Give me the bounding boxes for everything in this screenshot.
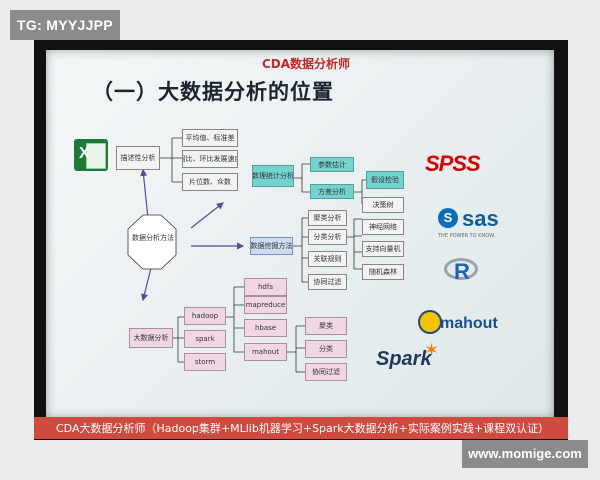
hdfs-node: hdfs	[244, 278, 287, 296]
neural-network-node: 神经网络	[362, 219, 404, 235]
variance-analysis-node: 方差分析	[310, 184, 354, 199]
r-logo: R	[444, 258, 478, 284]
mahout-collab-filter-node: 协同过滤	[305, 363, 347, 381]
descriptive-item-2: 同比、环比发展速度	[182, 150, 238, 168]
descriptive-analysis-node: 描述性分析	[116, 146, 160, 170]
association-rules-node: 关联规则	[308, 251, 347, 267]
slide-footer-bar	[34, 417, 568, 439]
parameter-estimation-node: 参数估计	[310, 157, 354, 172]
cda-logo: CDA数据分析师	[262, 57, 351, 71]
spark-star-icon: ✶	[424, 340, 440, 361]
hypothesis-test-node: 假设检验	[366, 171, 404, 189]
site-watermark-badge: www.momige.com	[462, 440, 588, 468]
sas-wordmark: sas	[462, 206, 499, 231]
tg-watermark-badge: TG: MYYJJPP	[10, 10, 120, 40]
data-mining-node: 数据挖掘方法	[250, 237, 293, 255]
svm-node: 支持向量机	[362, 241, 404, 257]
spark-node: spark	[184, 330, 226, 348]
decision-tree-node: 决策树	[362, 197, 404, 213]
analysis-methods-center: 数据分析方法	[132, 234, 174, 242]
descriptive-item-1: 平均值、标准差	[182, 129, 238, 147]
spss-logo: SPSS	[425, 151, 481, 176]
classification-node: 分类分析	[308, 229, 347, 245]
slide-footer-text: CDA大数据分析师（Hadoop集群+MLlib机器学习+Spark大数据分析+…	[56, 422, 550, 435]
mapreduce-node: mapreduce	[244, 296, 287, 314]
collaborative-filtering-node: 协同过滤	[308, 274, 347, 290]
r-letter: R	[454, 259, 470, 284]
clustering-node: 聚类分析	[308, 210, 347, 226]
random-forest-node: 随机森林	[362, 264, 404, 280]
descriptive-item-3: 片位数、众数	[182, 173, 238, 191]
sas-tagline: THE POWER TO KNOW.	[438, 233, 496, 239]
slide-title: （一）大数据分析的位置	[92, 80, 334, 104]
storm-node: storm	[184, 353, 226, 371]
spark-wordmark: Spark	[376, 348, 432, 370]
mahout-elephant-icon	[418, 310, 442, 334]
hadoop-node: hadoop	[184, 307, 226, 325]
sas-logo: S sas THE POWER TO KNOW.	[438, 206, 518, 246]
hbase-node: hbase	[244, 319, 287, 337]
big-data-analysis-node: 大数据分析	[129, 328, 173, 348]
mahout-classification-node: 分类	[305, 340, 347, 358]
spark-logo: Spark ✶	[376, 340, 448, 374]
sas-s-icon: S	[438, 208, 458, 228]
statistical-analysis-node: 数理统计分析	[252, 165, 294, 187]
mahout-wordmark: mahout	[440, 315, 498, 332]
mahout-clustering-node: 聚类	[305, 317, 347, 335]
excel-icon	[74, 139, 108, 171]
mahout-logo: mahout	[418, 304, 498, 340]
mahout-node: mahout	[244, 343, 287, 361]
r-ring-icon	[444, 258, 478, 280]
